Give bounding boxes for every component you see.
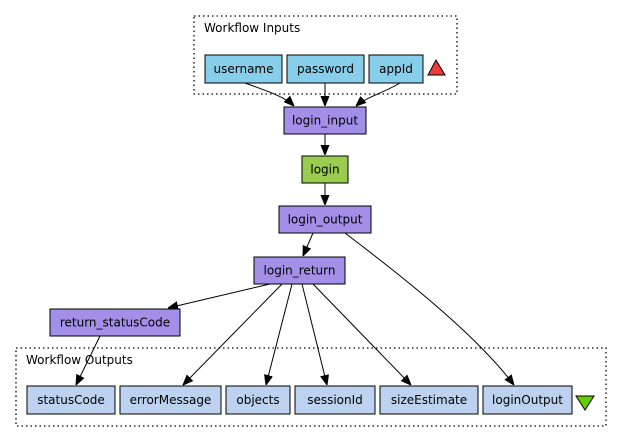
link-login_return-to-objects (266, 283, 293, 385)
node-label-login_output: login_output (288, 213, 363, 227)
link-login_output-to-loginOutput (344, 232, 514, 385)
triangle-up-icon (427, 58, 446, 76)
node-username[interactable]: username (204, 54, 283, 84)
link-login_return-to-errorMessage (183, 283, 283, 385)
node-label-sizeEstimate: sizeEstimate (391, 393, 467, 407)
link-login_return-to-sizeEstimate (312, 283, 411, 385)
node-label-errorMessage: errorMessage (130, 393, 212, 407)
node-login_output[interactable]: login_output (278, 205, 372, 234)
node-statusCode[interactable]: statusCode (26, 385, 116, 415)
node-box-statusCode (26, 385, 116, 415)
link-login_return-to-return_statusCode (168, 283, 271, 308)
node-login_input[interactable]: login_input (283, 106, 367, 135)
node-errorMessage[interactable]: errorMessage (119, 385, 222, 415)
node-label-login: login (310, 163, 339, 177)
node-box-login (301, 155, 349, 184)
node-loginOutput[interactable]: loginOutput (482, 385, 573, 415)
workflow-links (76, 82, 514, 385)
node-box-login_return (253, 256, 346, 285)
node-return_statusCode[interactable]: return_statusCode (49, 308, 181, 337)
node-login_return[interactable]: login_return (253, 256, 346, 285)
node-label-return_statusCode: return_statusCode (60, 316, 170, 330)
node-label-login_return: login_return (264, 264, 336, 278)
node-objects[interactable]: objects (225, 385, 291, 415)
node-label-objects: objects (236, 393, 279, 407)
node-box-objects (225, 385, 291, 415)
node-box-login_output (278, 205, 372, 234)
node-box-return_statusCode (49, 308, 181, 337)
node-box-errorMessage (119, 385, 222, 415)
node-login[interactable]: login (301, 155, 349, 184)
link-appId-to-login_input (356, 82, 401, 106)
node-box-login_input (283, 106, 367, 135)
node-box-sessionId (294, 385, 376, 415)
node-sizeEstimate[interactable]: sizeEstimate (379, 385, 479, 415)
workflow-outputs-title: Workflow Outputs (26, 353, 133, 367)
link-return_statusCode-to-statusCode (76, 335, 101, 385)
link-login_return-to-sessionId (301, 283, 327, 385)
node-box-password (286, 54, 365, 84)
node-box-username (204, 54, 283, 84)
link-username-to-login_input (244, 82, 294, 106)
node-box-sizeEstimate (379, 385, 479, 415)
node-label-statusCode: statusCode (37, 393, 105, 407)
node-box-loginOutput (482, 385, 573, 415)
node-label-appId: appId (379, 62, 413, 76)
workflow-outputs-cluster: Workflow Outputs (15, 347, 607, 427)
node-box-appId (368, 54, 424, 84)
node-appId[interactable]: appId (368, 54, 424, 84)
node-label-sessionId: sessionId (307, 393, 363, 407)
node-label-username: username (214, 62, 274, 76)
link-login_output-to-login_return (303, 232, 314, 256)
node-sessionId[interactable]: sessionId (294, 385, 376, 415)
node-label-password: password (297, 62, 354, 76)
node-password[interactable]: password (286, 54, 365, 84)
workflow-inputs-title: Workflow Inputs (204, 21, 300, 35)
node-label-login_input: login_input (292, 114, 358, 128)
triangle-down-icon (575, 395, 595, 411)
node-label-loginOutput: loginOutput (492, 393, 563, 407)
